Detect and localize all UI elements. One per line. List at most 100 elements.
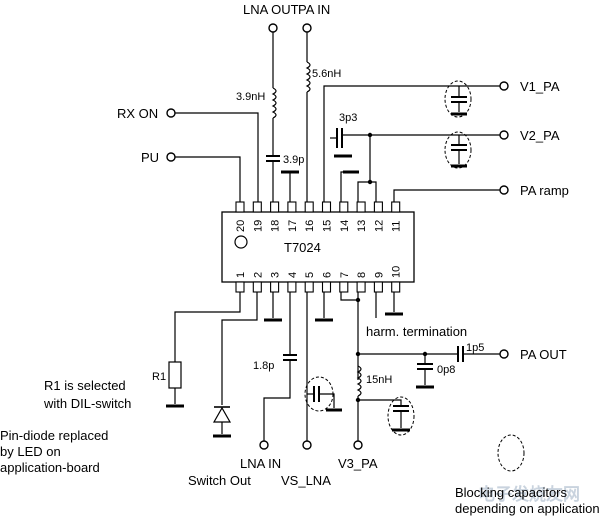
pin-note-line3: application-board [0,460,100,475]
pa-in-label: PA IN [298,2,330,17]
r1-note-line1: R1 is selected [44,378,126,393]
pu-terminal [166,152,176,162]
inductor-15nh-value: 15nH [366,374,392,386]
ic-pin-label-10: 10 [391,266,403,278]
rx-on-label: RX ON [117,106,158,121]
ic-pin-label-4: 4 [287,272,299,278]
pin13-wire [357,181,370,202]
vs-lna-block-cap-outline [304,376,334,412]
lna-out-label: LNA OUT [243,2,299,17]
ic-pin-label-9: 9 [373,272,385,278]
ic-pin1-dot [234,235,248,249]
c3p3-value: 3p3 [339,112,357,124]
ic-pin-14 [339,201,349,213]
watermark-text: 电子发烧友网 [478,484,580,505]
pin7-wire [340,292,358,301]
ic-pin-label-6: 6 [322,272,334,278]
lna-out-terminal [268,23,278,33]
ic-pin-2 [252,281,262,293]
ic-pin-label-5: 5 [304,272,316,278]
junction-pin7-8 [355,297,361,303]
ic-pin-20 [235,201,245,213]
pu-wire [175,156,241,202]
v3-pa-terminal [353,440,363,450]
ic-pin-label-18: 18 [270,220,282,232]
junction-v3 [355,397,361,403]
v1-pa-terminal [499,81,509,91]
rx-on-wire [175,112,259,202]
pin-note-line1: Pin-diode replaced [0,428,108,443]
lna-in-label: LNA IN [240,456,281,471]
ic-pin-18 [270,201,280,213]
c1p5-value: 1p5 [466,342,484,354]
ic-pin-13 [356,201,366,213]
ic-pin-label-17: 17 [287,220,299,232]
v1-block-cap-outline [444,80,472,118]
ic-pin-label-20: 20 [235,220,247,232]
ic-pin-16 [304,201,314,213]
pa-out-label: PA OUT [520,347,567,362]
rx-on-terminal [166,108,176,118]
vs-lna-terminal [302,440,312,450]
ic-label: T7024 [284,240,321,255]
pa-inductor-value: 5.6nH [312,68,341,80]
c0p8-value: 0p8 [437,364,455,376]
ic-pin-12 [373,201,383,213]
r1-note-line2: with DIL-switch [43,396,131,411]
ic-pin-label-8: 8 [356,272,368,278]
ic-pin-1 [235,281,245,293]
ic-pin-5 [304,281,314,293]
pa-ramp-terminal [499,185,509,195]
ic-pin-label-1: 1 [235,272,247,278]
harm-termination-label: harm. termination [366,324,467,339]
c1p8-value: 1.8p [253,360,274,372]
pin-diode [212,406,232,423]
pin-note-line2: by LED on [0,444,61,459]
ic-pin-label-12: 12 [373,220,385,232]
lna-in-wire [263,360,291,441]
ic-pin-10 [391,281,401,293]
ic-pin-4 [287,281,297,293]
lna-cap-value: 3.9p [283,154,304,166]
ic-pin-label-7: 7 [339,272,351,278]
ic-pin-6 [321,281,332,293]
pin1-wire [174,292,241,362]
ic-pin-label-2: 2 [252,272,264,278]
v3-pa-label: V3_PA [338,456,378,471]
v2-pa-terminal [499,130,509,140]
junction-v2-bus [367,132,373,138]
ic-pin-label-16: 16 [304,220,316,232]
pin2-wire [221,292,258,405]
v2-block-cap-outline [444,131,472,169]
vs-lna-cap-wire-2 [319,393,335,408]
ic-pin-8 [356,281,366,293]
pa-ramp-label: PA ramp [520,183,569,198]
v1-pa-label: V1_PA [520,79,560,94]
ic-pin-17 [287,201,297,213]
legend-dashed-outline [497,434,525,472]
v3-block-cap-outline [387,396,415,436]
pa-out-terminal [499,349,509,359]
inductor-15nh [356,365,362,397]
ic-pin-label-3: 3 [270,272,282,278]
ic-body [221,211,415,283]
switch-out-label: Switch Out [188,473,251,488]
r1-resistor [168,361,182,389]
ic-pin-label-14: 14 [339,220,351,232]
r1-label: R1 [152,371,166,383]
pa-in-terminal [302,23,312,33]
ic-pin-9 [373,281,383,293]
ic-pin-label-13: 13 [356,220,368,232]
junction-pa-out [355,351,361,357]
pu-label: PU [141,150,159,165]
lna-inductor-value: 3.9nH [236,91,265,103]
lna-in-terminal [259,440,269,450]
legend-line2: depending on application [455,501,600,516]
pin14-wire [340,171,354,202]
ic-pin-label-15: 15 [322,220,334,232]
ic-pin-label-11: 11 [391,221,403,232]
v3-block-cap-wire [358,399,402,406]
junction-pin12-13 [367,179,373,185]
